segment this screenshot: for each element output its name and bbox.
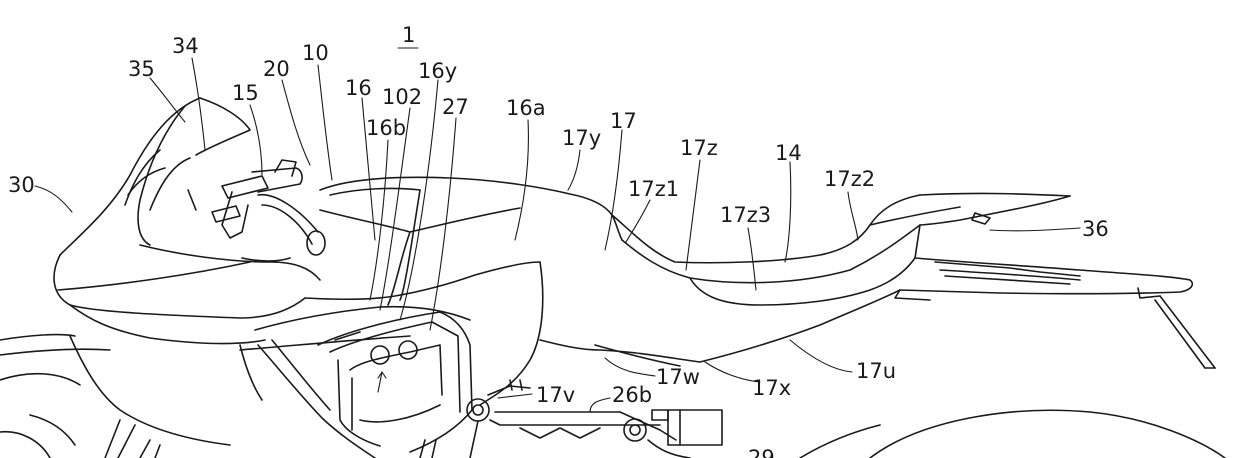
label-20: 20 [263,57,290,81]
label-17z1: 17z1 [628,177,679,201]
label-17z3: 17z3 [720,203,771,227]
label-17u: 17u [856,359,896,383]
label-27: 27 [442,95,469,119]
label-16a: 16a [506,96,546,120]
figure-ref-numeral: 1 [402,23,415,47]
label-17y: 17y [562,126,601,150]
reference-labels: 30 35 34 15 20 10 16 102 16y 16b 27 16a … [8,34,1109,458]
storage-compartment [257,311,473,458]
fuel-tank [239,176,623,406]
label-35: 35 [128,57,155,81]
label-34: 34 [172,34,199,58]
label-16: 16 [345,76,372,100]
label-102: 102 [382,85,422,109]
label-14: 14 [775,141,802,165]
label-16b: 16b [366,116,406,140]
label-17v: 17v [536,383,575,407]
front-fairing [0,97,321,458]
label-17z: 17z [680,136,718,160]
leader-lines [34,57,1081,413]
label-26b: 26b [612,383,652,407]
lower-frame [466,289,901,458]
label-15: 15 [232,81,259,105]
label-30: 30 [8,173,35,197]
tail-cowl [894,212,1216,369]
front-wheel [0,372,81,386]
label-16y: 16y [418,59,457,83]
seat [611,192,1071,306]
label-29: 29 [748,446,775,458]
rear-wheel [799,409,1226,458]
label-10: 10 [302,41,329,65]
label-17x: 17x [752,376,791,400]
label-36: 36 [1082,217,1109,241]
handlebar-assembly [187,159,326,262]
figure-reference: 1 [397,23,419,49]
label-17w: 17w [656,365,700,389]
label-17z2: 17z2 [824,167,875,191]
label-17: 17 [610,109,637,133]
